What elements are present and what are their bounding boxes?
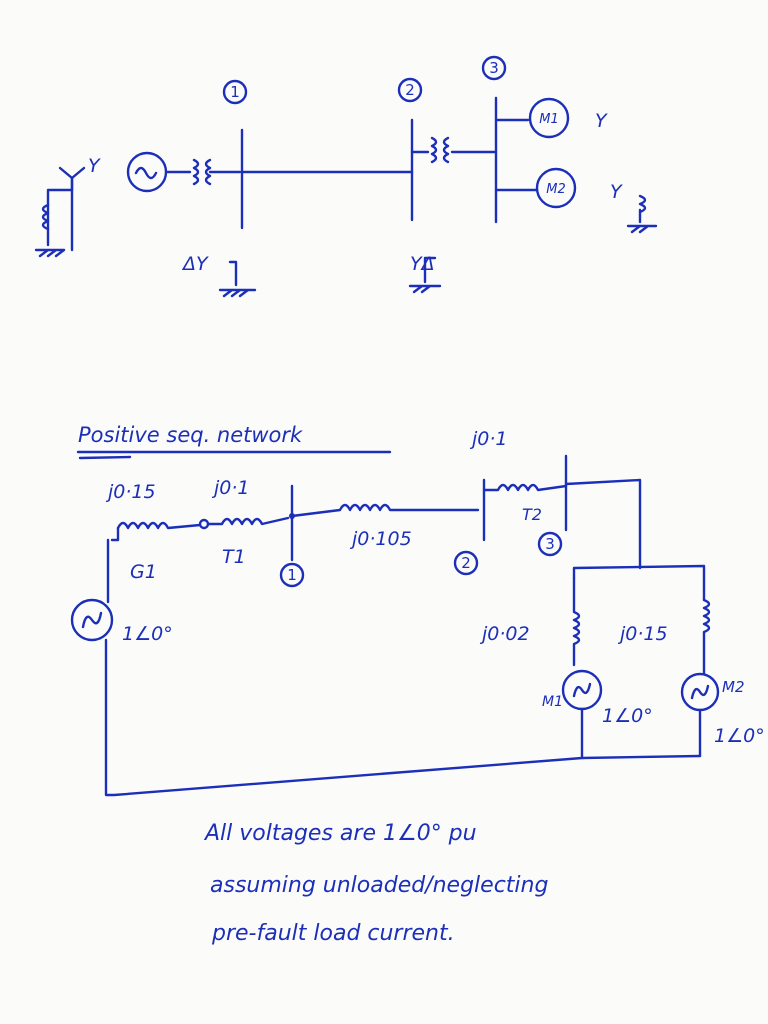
t2-connection-label: YΔ [410,253,435,275]
t1-connection-label: ΔY [181,253,209,275]
note-line-2: assuming unloaded/neglecting [210,873,548,898]
note-block: All voltages are 1∠0° pu assuming unload… [203,821,548,946]
t1-transformer [192,158,242,186]
return-wire [104,638,702,797]
m1-emf-label: 1∠0° [602,705,653,727]
t1-reactance-coil [206,516,290,526]
m2-reactance-coil [702,598,711,676]
m1-reactance-coil [572,576,581,667]
m2-name-label: M2 [722,678,745,696]
svg-text:2: 2 [461,554,471,572]
svg-text:3: 3 [545,535,555,553]
single-line-diagram: 1 2 3 Y [34,55,658,298]
g1-emf-label: 1∠0° [122,623,173,645]
g1-name-label: G1 [130,561,157,583]
g1-source [70,598,114,642]
m2-emf-label: 1∠0° [714,725,765,747]
title-underline [76,450,392,460]
generator-neutral-reactor [34,166,86,258]
svg-text:1: 1 [230,83,240,101]
t2-name-label: T2 [522,505,542,524]
m1-reactance-label: j0·02 [479,623,530,645]
bus-1-marker: 1 [222,79,248,105]
note-line-1: All voltages are 1∠0° pu [203,821,477,846]
t2-transformer [410,136,498,164]
generator-symbol [126,151,192,193]
svg-text:M2: M2 [546,182,566,197]
m1-name-label: M1 [542,694,563,710]
bus-2-marker: 2 [397,77,423,103]
t2-reactance-coil [482,483,568,492]
m2-reactance-label: j0·15 [617,623,668,645]
m2-connection-label: Y [610,181,623,203]
t1-name-label: T1 [222,546,246,568]
line-reactance-label: j0·105 [349,528,412,550]
g1-reactance-label: j0·15 [105,481,156,503]
svg-text:M1: M1 [539,112,559,127]
m1-connection-label: Y [595,110,608,132]
note-line-3: pre-fault load current. [211,921,455,946]
t2-reactance-label: j0·1 [469,428,508,450]
motor-m1: M1 [494,97,570,139]
g1-reactance-coil [116,521,202,530]
network-title: Positive seq. network [78,423,303,447]
gen-connection-label: Y [88,155,101,177]
svg-text:3: 3 [489,59,499,77]
positive-sequence-network: Positive seq. network j0·15 G1 j0·1 T1 1… [70,423,765,797]
bus-3-marker: 3 [481,55,507,81]
svg-text:2: 2 [405,81,415,99]
motor-m2: M2 [494,167,577,209]
line-reactance-coil [290,503,480,518]
svg-text:1: 1 [287,566,297,584]
t1-reactance-label: j0·1 [211,477,250,499]
